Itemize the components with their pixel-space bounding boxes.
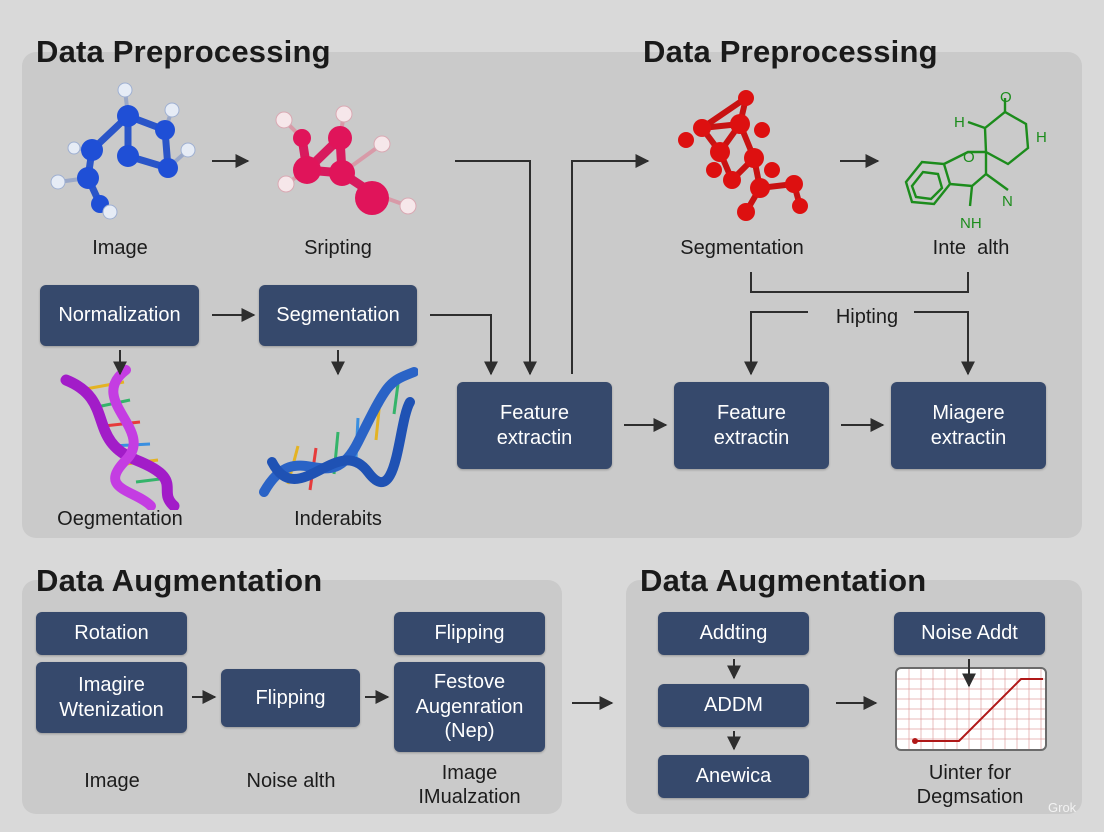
pink-molecule-icon [275, 105, 417, 215]
flipping-box-top[interactable]: Flipping [394, 612, 545, 655]
svg-text:H: H [954, 114, 965, 131]
anewica-box[interactable]: Anewica [658, 755, 809, 798]
svg-text:O: O [963, 149, 975, 166]
imagire-box[interactable]: Imagire Wtenization [36, 662, 187, 733]
title-data-preprocessing-right: Data Preprocessing [643, 34, 938, 69]
feature-extraction-box-2[interactable]: Feature extractin [674, 382, 829, 469]
label-hipting: Hipting [835, 306, 899, 328]
label-inderabits: Inderabits [294, 508, 382, 530]
label-image-imualzation: Image IMualzation [418, 762, 521, 808]
flipping-box-middle[interactable]: Flipping [221, 669, 360, 727]
segmentation-box[interactable]: Segmentation [259, 285, 417, 346]
label-image-bottom: Image [84, 770, 140, 792]
label-uinter-for-degmsation: Uinter for Degmsation [916, 762, 1024, 808]
title-data-augmentation-right: Data Augmentation [640, 563, 927, 598]
red-molecule-icon [678, 90, 808, 221]
svg-text:H: H [1036, 129, 1047, 146]
svg-text:O: O [1000, 89, 1012, 106]
title-data-augmentation-left: Data Augmentation [36, 563, 323, 598]
label-inte-alth: Inte alth [932, 237, 1010, 259]
addm-box[interactable]: ADDM [658, 684, 809, 727]
grok-watermark: Grok [1048, 800, 1077, 815]
blue-molecule-icon [50, 82, 196, 220]
festove-augmentation-box[interactable]: Festove Augenration (Nep) [394, 662, 545, 752]
normalization-box[interactable]: Normalization [40, 285, 199, 346]
noise-addt-box[interactable]: Noise Addt [894, 612, 1045, 655]
miagere-extraction-box[interactable]: Miagere extractin [891, 382, 1046, 469]
label-segmentation-right: Segmentation [680, 237, 804, 259]
label-sripting: Sripting [304, 237, 372, 259]
line-chart-thumbnail [895, 667, 1047, 751]
svg-text:NH: NH [960, 215, 982, 232]
title-data-preprocessing-left: Data Preprocessing [36, 34, 331, 69]
svg-text:N: N [1002, 193, 1013, 210]
label-noise-alth: Noise alth [246, 770, 336, 792]
blue-dna-helix-icon [259, 367, 418, 497]
label-oegmentation: Oegmentation [57, 508, 183, 530]
addting-box[interactable]: Addting [658, 612, 809, 655]
purple-dna-helix-icon [60, 365, 180, 510]
green-molecule-icon: O H H O NH N [904, 89, 1047, 232]
feature-extraction-box-1[interactable]: Feature extractin [457, 382, 612, 469]
rotation-box[interactable]: Rotation [36, 612, 187, 655]
label-image: Image [92, 237, 148, 259]
chart-grid-icon [897, 669, 1045, 749]
